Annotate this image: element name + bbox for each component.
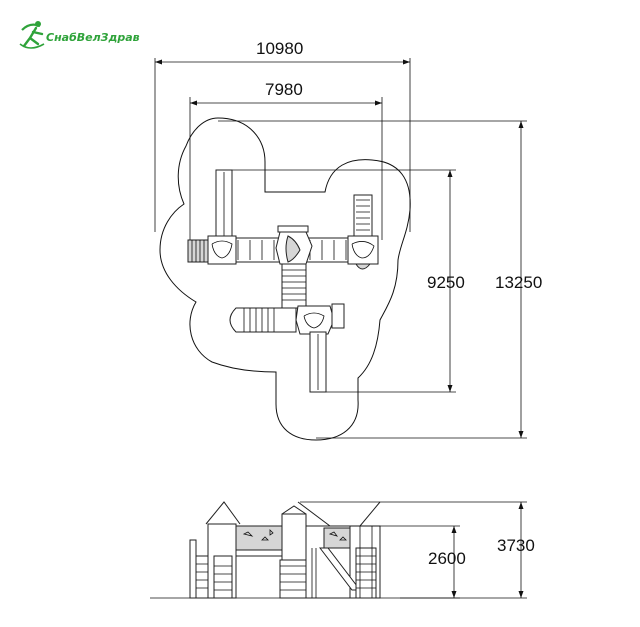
dim-inner-width: 7980 [189, 80, 383, 240]
dim-platform-height-label: 2600 [428, 549, 466, 568]
dim-inner-height: 9250 [232, 169, 465, 393]
brand-logo: СнабВелЗдрав [19, 21, 140, 49]
panel-left [235, 525, 283, 551]
roof-right [297, 501, 381, 527]
dim-elevation-total: 3730 [300, 501, 535, 599]
dim-total-width: 10980 [154, 39, 411, 232]
dim-total-width-label: 10980 [256, 39, 303, 58]
plan-tunnel [229, 307, 297, 333]
plan-tower-left [207, 235, 237, 265]
equipment-plan [187, 169, 379, 393]
plan-step-right [331, 303, 345, 329]
plan-tower-right [347, 235, 379, 265]
equipment-elevation [150, 501, 400, 599]
dim-total-height: 13250 [218, 120, 542, 439]
plan-slide-right [353, 194, 373, 240]
plan-ladder [281, 263, 307, 309]
safety-zone-outline [159, 117, 411, 441]
plan-step-left [187, 239, 211, 263]
plan-roof-centre [277, 225, 309, 233]
dim-inner-width-label: 7980 [265, 80, 303, 99]
dim-total-height-label: 13250 [495, 273, 542, 292]
plan-tower-lower [295, 305, 335, 335]
dim-elevation-total-label: 3730 [497, 536, 535, 555]
roof-centre [281, 505, 307, 515]
runner-icon [19, 21, 45, 49]
logo-text: СнабВелЗдрав [46, 31, 140, 44]
roof-left [205, 501, 241, 525]
dim-inner-height-label: 9250 [427, 273, 465, 292]
